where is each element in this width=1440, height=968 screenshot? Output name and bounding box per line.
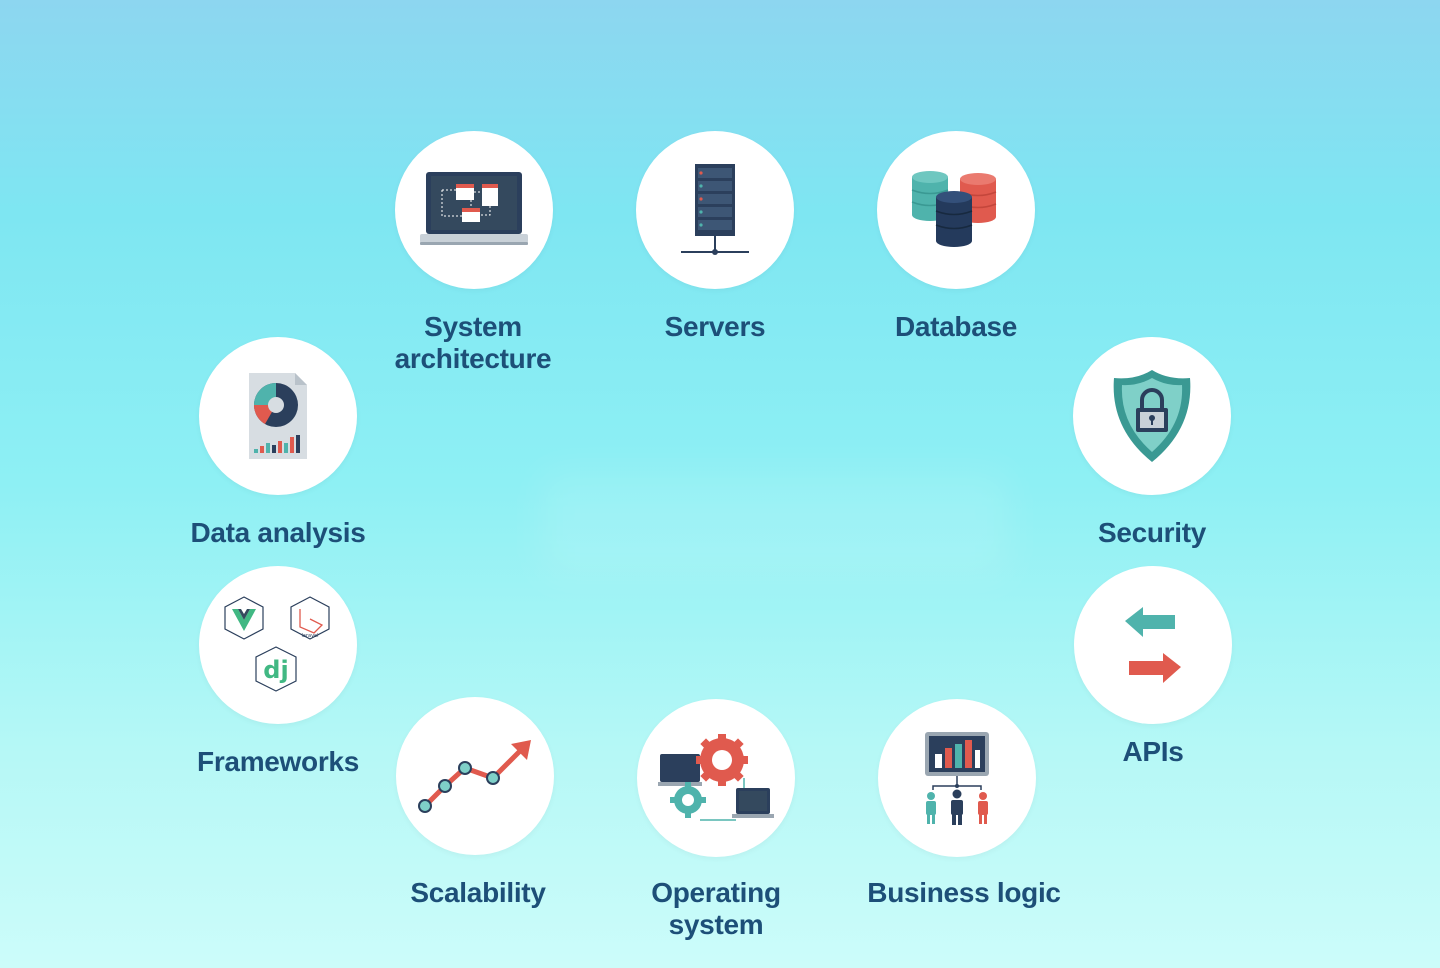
laravel-logo-text: laravel <box>302 633 319 639</box>
system-architecture-label: System architecture <box>394 311 552 374</box>
computers-gears-icon <box>658 732 774 824</box>
business-logic-circle <box>878 699 1036 857</box>
apis-label: APIs <box>1122 736 1184 767</box>
frameworks-label: Frameworks <box>197 746 359 777</box>
system-architecture-circle <box>395 131 553 289</box>
servers-circle <box>636 131 794 289</box>
database-stack-icon <box>910 169 1002 251</box>
data-analysis-circle <box>199 337 357 495</box>
scalability-circle <box>396 697 554 855</box>
django-logo-text: dj <box>263 656 288 684</box>
security-label: Security <box>1097 517 1207 548</box>
background-glow <box>540 470 1010 580</box>
laptop-diagram-icon <box>416 170 532 250</box>
database-label: Database <box>894 311 1018 342</box>
dashboard-people-icon <box>919 730 995 826</box>
operating-system-circle <box>637 699 795 857</box>
frameworks-circle: laravel dj <box>199 566 357 724</box>
scalability-label: Scalability <box>410 877 546 908</box>
server-rack-icon <box>675 162 755 258</box>
shield-lock-icon <box>1110 368 1194 464</box>
business-logic-label: Business logic <box>867 877 1061 908</box>
report-chart-icon <box>247 371 309 461</box>
servers-label: Servers <box>664 311 766 342</box>
framework-logos-icon: laravel dj <box>222 595 334 695</box>
apis-circle <box>1074 566 1232 724</box>
operating-system-label: Operating system <box>651 877 781 940</box>
database-circle <box>877 131 1035 289</box>
growth-chart-icon <box>415 736 535 816</box>
data-analysis-label: Data analysis <box>190 517 366 548</box>
exchange-arrows-icon <box>1123 605 1183 685</box>
security-circle <box>1073 337 1231 495</box>
